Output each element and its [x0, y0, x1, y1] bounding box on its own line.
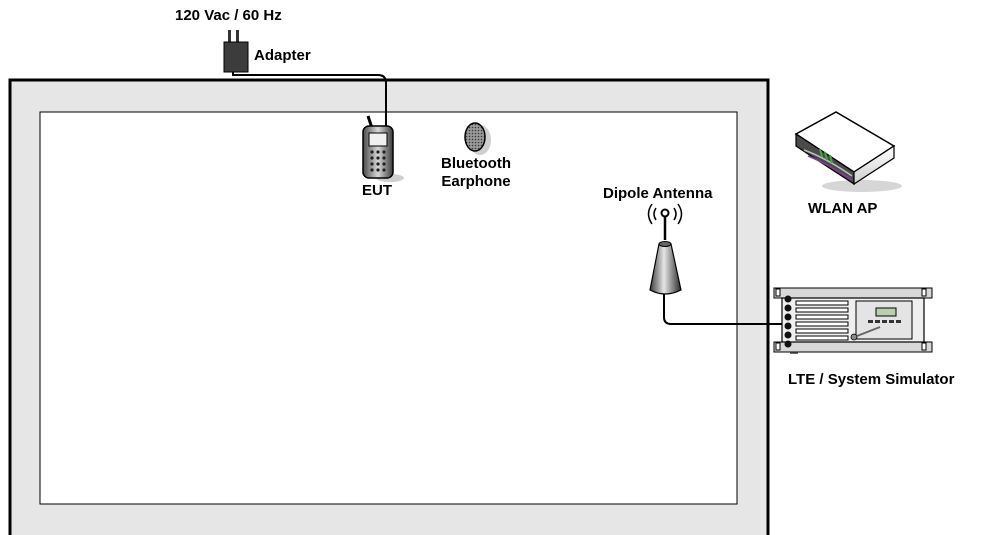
- adapter-cable: [232, 72, 387, 128]
- mobile-phone-icon: [362, 115, 404, 182]
- wlan-ap-label: WLAN AP: [808, 200, 878, 217]
- bluetooth-earphone-label: Bluetooth Earphone: [430, 155, 522, 191]
- bluetooth-earphone-icon: [464, 122, 491, 155]
- wlan-router-icon: [794, 111, 902, 192]
- cables: [232, 72, 788, 325]
- dipole-antenna-label: Dipole Antenna: [603, 185, 713, 202]
- antenna-cable: [663, 292, 788, 325]
- power-adapter-icon: [223, 30, 249, 73]
- simulator-label: LTE / System Simulator: [788, 371, 955, 388]
- rack-simulator-icon: [773, 287, 933, 354]
- eut-label: EUT: [362, 182, 392, 199]
- bluetooth-label-line1: Bluetooth: [441, 155, 511, 172]
- dipole-antenna-icon: [647, 203, 683, 295]
- power-source-label: 120 Vac / 60 Hz: [175, 7, 282, 24]
- adapter-label: Adapter: [254, 47, 311, 64]
- bluetooth-label-line2: Earphone: [441, 173, 511, 190]
